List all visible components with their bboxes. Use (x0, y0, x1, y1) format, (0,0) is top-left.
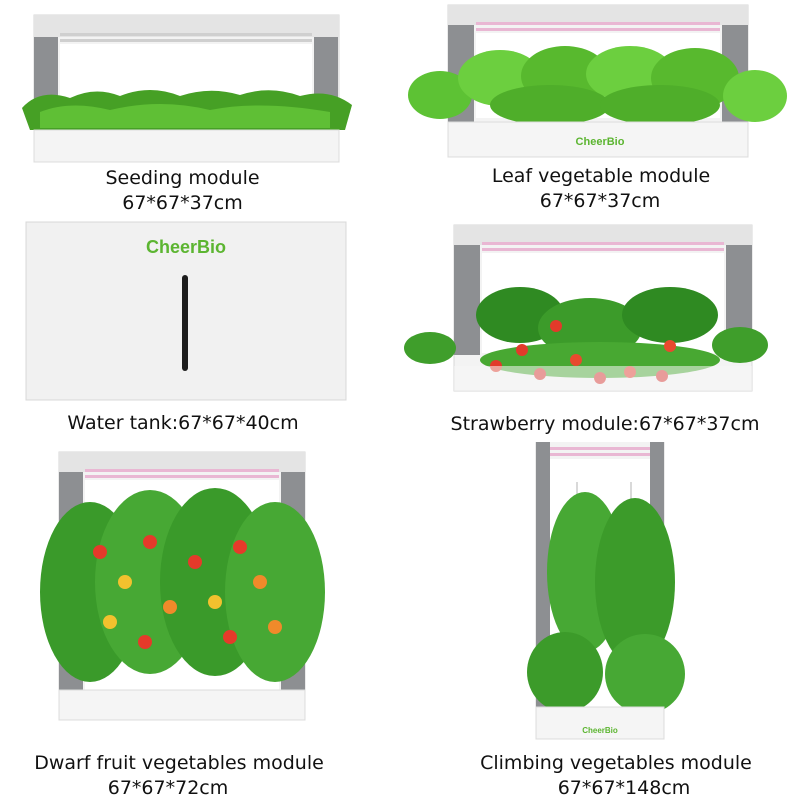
product-size: 67*67*37cm (122, 192, 243, 214)
product-strawberry-module: Strawberry module:67*67*37cm (400, 220, 800, 442)
brand-logo: CheerBio (575, 136, 625, 148)
product-climbing-vegetables-module: CheerBio Climbing vegetables module 67*6… (400, 442, 800, 800)
leaf-vegetable-module-image (408, 4, 787, 158)
product-dwarf-fruit-vegetables-module: Dwarf fruit vegetables module 67*67*72cm (0, 442, 400, 800)
climbing-vegetables-module-image (527, 442, 685, 740)
product-size: 67*67*37cm (539, 190, 661, 212)
strawberry-module-image (404, 224, 768, 392)
product-name: Climbing vegetables module (480, 752, 752, 774)
dwarf-fruit-vegetables-module-image (40, 451, 325, 721)
product-size: 67*67*148cm (557, 777, 691, 799)
product-name: Water tank:67*67*40cm (67, 412, 299, 434)
water-tank-image (25, 221, 347, 401)
product-name: Seeding module (105, 167, 260, 189)
product-water-tank: CheerBio Water tank:67*67*40cm (0, 220, 400, 442)
seeding-module-image (22, 14, 352, 163)
brand-logo: CheerBio (145, 237, 226, 257)
product-name: Dwarf fruit vegetables module (34, 752, 324, 774)
product-name: Leaf vegetable module (491, 165, 711, 187)
product-leaf-vegetable-module: CheerBio Leaf vegetable module 67*67*37c… (400, 0, 800, 220)
product-size: 67*67*72cm (107, 777, 229, 799)
brand-logo: CheerBio (582, 726, 618, 735)
product-name: Strawberry module:67*67*37cm (450, 413, 760, 435)
product-seeding-module: Seeding module 67*67*37cm (0, 0, 400, 220)
